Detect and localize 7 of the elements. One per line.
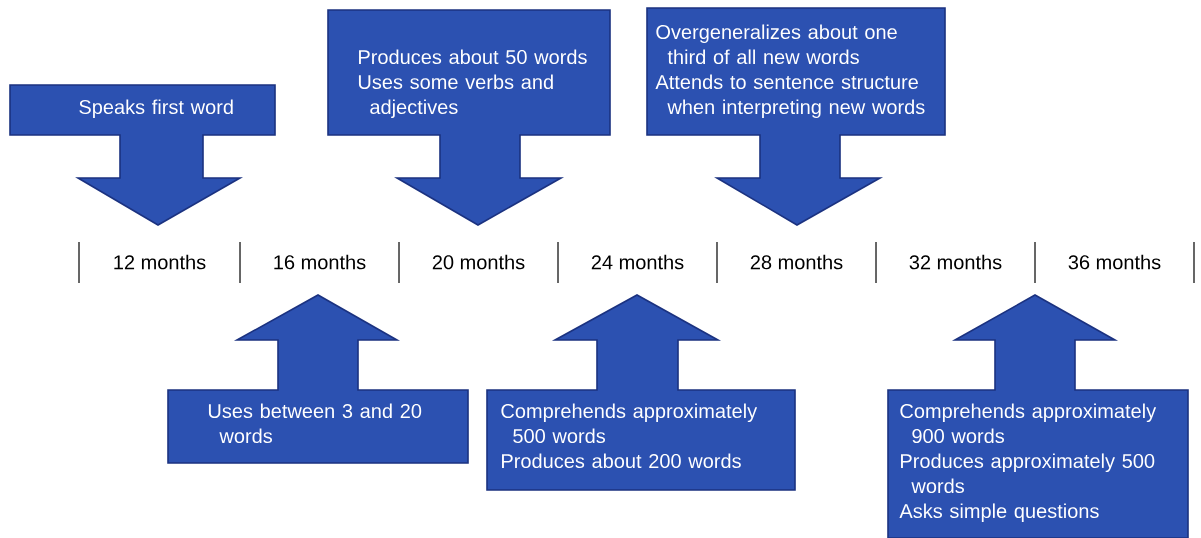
timeline-label: 16 months bbox=[274, 254, 366, 270]
timeline-label: 24 months bbox=[591, 254, 684, 270]
timeline-label: 28 months bbox=[750, 254, 843, 270]
timeline-label: 20 months bbox=[432, 254, 525, 270]
timeline-label: 36 months bbox=[1068, 254, 1161, 270]
timeline-label: 12 months bbox=[114, 254, 206, 270]
timeline-label: 32 months bbox=[909, 254, 1002, 270]
